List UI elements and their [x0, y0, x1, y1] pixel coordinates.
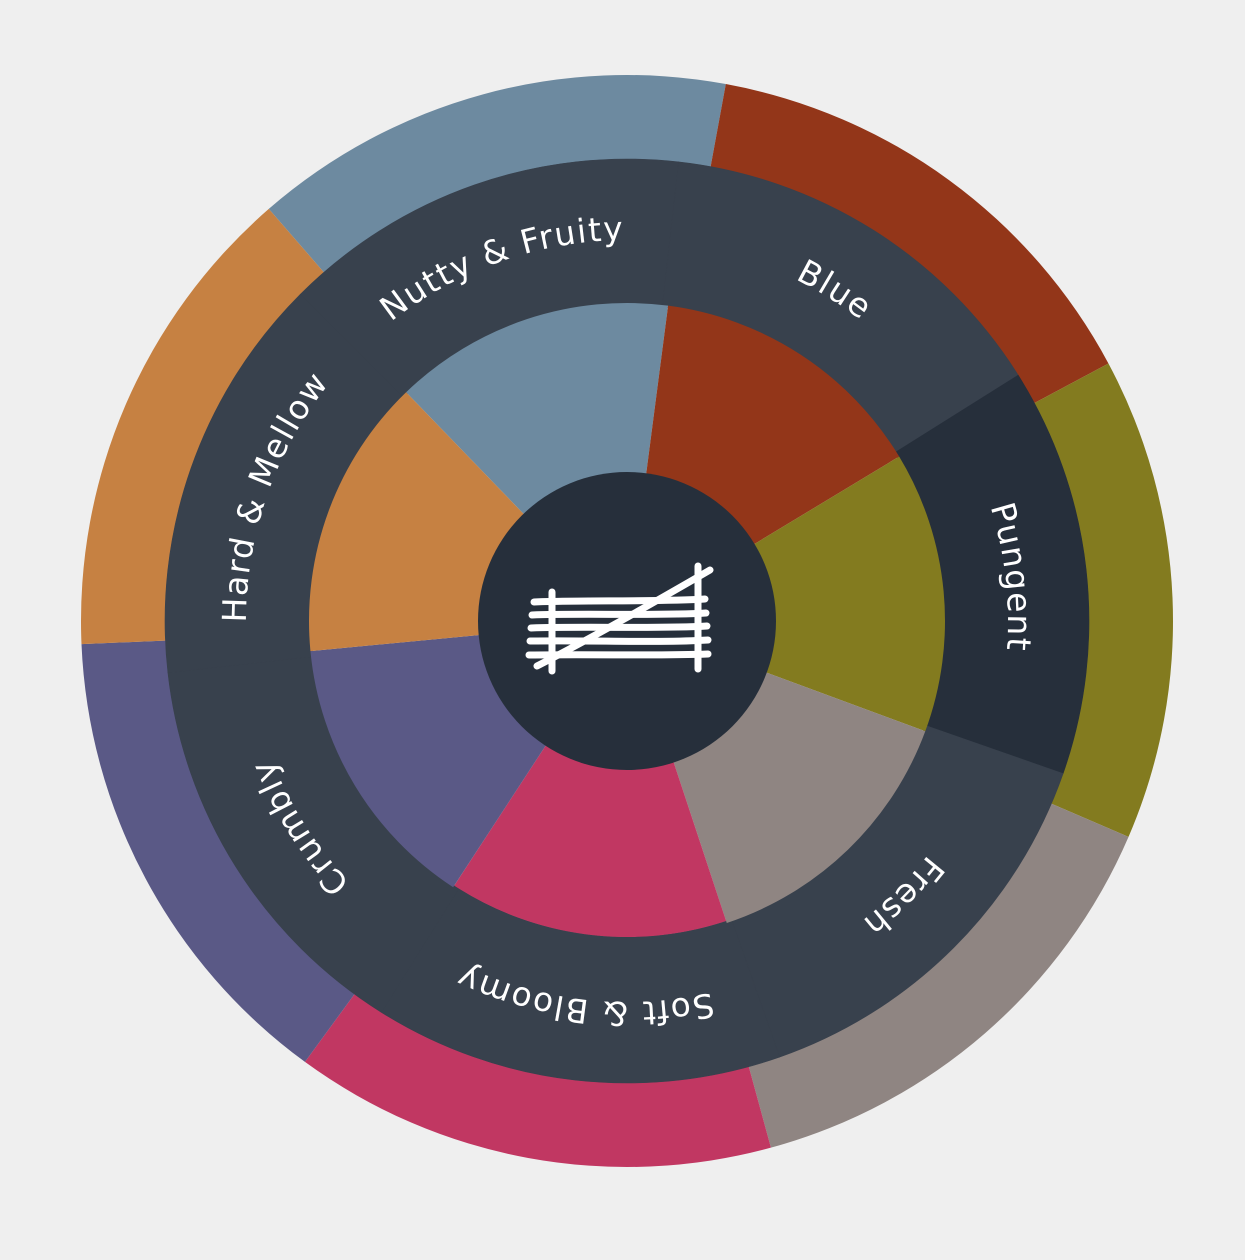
outer-segment-blue[interactable] — [710, 84, 1109, 405]
outer-segment-crumbly[interactable] — [81, 640, 356, 1062]
inner-wedge-crumbly[interactable] — [310, 634, 547, 888]
inner-wedge-fresh[interactable] — [673, 671, 926, 923]
inner-wedge-hard-mellow[interactable] — [309, 392, 525, 652]
inner-color-wedges — [309, 303, 945, 937]
inner-wedge-blue[interactable] — [646, 305, 900, 545]
outer-segment-hard-mellow[interactable] — [81, 208, 326, 645]
category-band-ring — [164, 158, 1090, 1084]
outer-color-ring — [81, 75, 1173, 1167]
inner-wedge-nutty-fruity[interactable] — [406, 303, 669, 516]
inner-wedge-soft-bloomy[interactable] — [454, 744, 727, 937]
inner-wedge-pungent[interactable] — [752, 456, 945, 732]
outer-segment-nutty-fruity[interactable] — [268, 75, 726, 274]
outer-segment-soft-bloomy[interactable] — [304, 992, 771, 1167]
outer-segment-fresh[interactable] — [748, 802, 1129, 1148]
gate-icon — [525, 562, 714, 675]
